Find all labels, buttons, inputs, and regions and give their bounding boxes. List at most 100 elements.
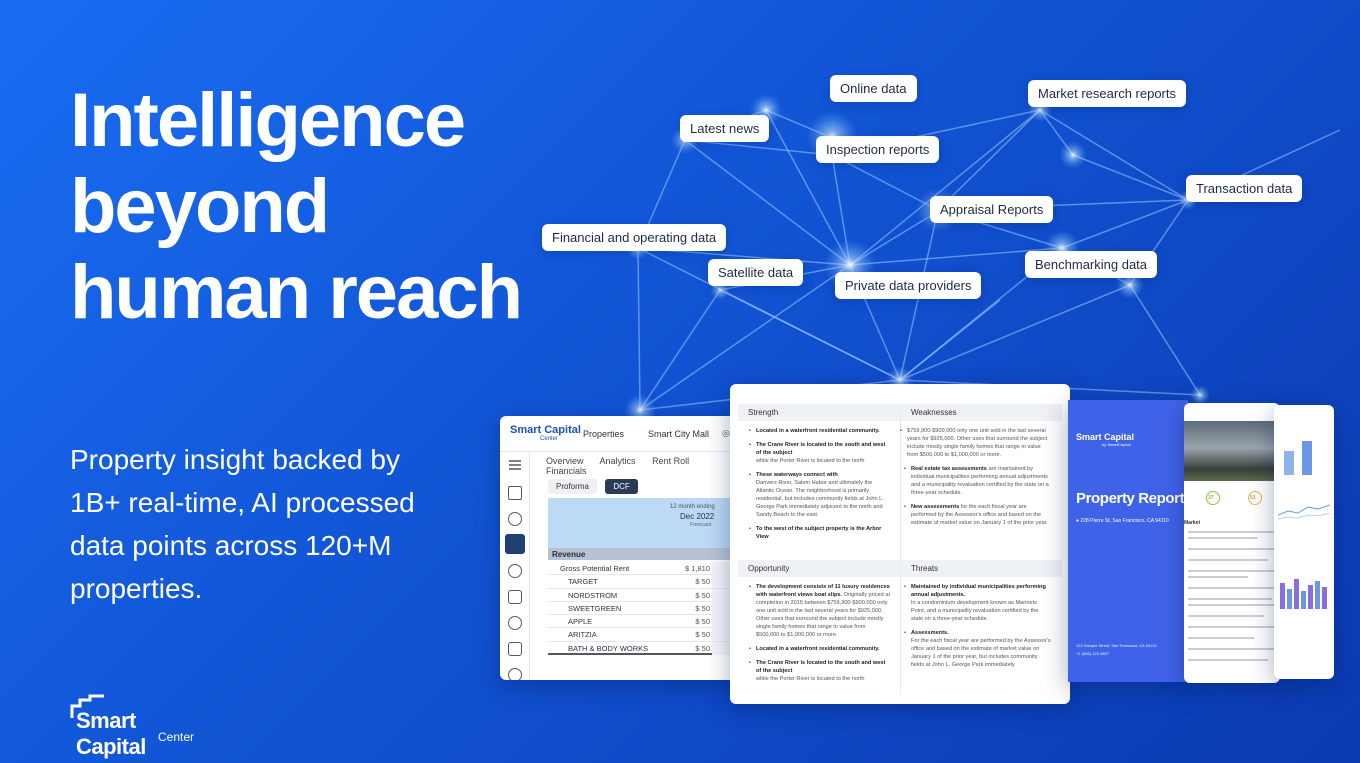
clock-icon[interactable] (508, 512, 522, 526)
report-footer-line: 123 Sample Street, San Francisco, CA 941… (1076, 643, 1157, 648)
app-window: Smart Capital Center Properties Smart Ci… (500, 416, 750, 680)
tab-analytics[interactable]: Analytics (599, 456, 636, 466)
row-label: SWEETGREEN (568, 603, 622, 613)
swot-item-bold: Real estate tax assessments (911, 466, 987, 472)
table-row[interactable]: APPLE $ 50 (548, 615, 750, 629)
swot-item: To the west of the subject property is t… (749, 525, 890, 541)
text-line (1188, 659, 1268, 661)
refresh-icon[interactable] (508, 668, 522, 680)
report-page-charts (1274, 405, 1334, 679)
pill-market-research-reports: Market research reports (1028, 80, 1186, 107)
building-icon (70, 694, 104, 718)
text-line (1188, 570, 1276, 572)
copy-icon[interactable] (508, 642, 522, 656)
score-value: 53 (1250, 495, 1256, 501)
dollar-icon[interactable] (508, 564, 522, 578)
text-line (1188, 615, 1264, 617)
report-footer-line: +1 (555) 123 4567 (1076, 651, 1109, 656)
menu-icon[interactable] (508, 458, 522, 472)
swot-heading: Weaknesses (901, 404, 1062, 421)
swot-item-text: For the each fiscal year are performed b… (911, 638, 1051, 668)
line-chart (1278, 504, 1330, 520)
swot-body: The development consists of 11 luxury re… (738, 577, 900, 683)
swot-item-text: are maintained by individual municipalit… (911, 466, 1049, 496)
swot-item-bold: These waterways connect with (756, 472, 838, 478)
table-row[interactable]: SWEETGREEN$ 50 (548, 601, 750, 616)
report-logo: Smart Capital by SmartCapital (1076, 432, 1134, 447)
location-pin-icon[interactable]: ◎ (722, 428, 730, 438)
app-sidebar (500, 452, 530, 680)
tab-financials[interactable]: Financials (546, 466, 587, 476)
swot-heading: Strength (738, 404, 900, 421)
text-line (1188, 604, 1276, 606)
swot-heading: Threats (901, 560, 1062, 577)
row-label: APPLE (568, 617, 593, 627)
swot-item-text: while the Porter River is located to the… (756, 676, 865, 682)
brand-name: Smart Capital (76, 708, 146, 759)
home-icon[interactable] (508, 486, 522, 500)
pill-latest-news: Latest news (680, 115, 770, 142)
row-value: $ 50 (695, 577, 710, 587)
score-ring: 37 (1206, 491, 1220, 505)
pill-inspection-reports: Inspection reports (816, 136, 940, 163)
row-label: TARGET (568, 577, 598, 587)
swot-body: $759,900-$900,000 only one unit sold in … (900, 421, 1062, 527)
text-line (1188, 531, 1276, 533)
breadcrumb-properties[interactable]: Properties (583, 429, 625, 439)
building-nav-icon[interactable] (505, 534, 525, 554)
table-row[interactable]: TARGET $ 50 (548, 575, 750, 589)
row-value: $ 50 (695, 643, 710, 653)
text-line (1188, 626, 1276, 628)
swot-item-bold: The development consists of 11 luxury re… (756, 584, 890, 598)
property-report-cover: Smart Capital by SmartCapital Property R… (1068, 400, 1188, 682)
users-icon[interactable] (508, 616, 522, 630)
swot-item: $759,900-$900,000 only one unit sold in … (900, 427, 1052, 459)
score-ring: 53 (1248, 491, 1262, 505)
swot-body: Located in a waterfront residential comm… (738, 421, 900, 541)
text-line (1188, 548, 1276, 550)
swot-item: Located in a waterfront residential comm… (749, 645, 890, 653)
brand-sub: Center (158, 730, 195, 744)
section-market-label: Market (1184, 520, 1201, 526)
tab-overview[interactable]: Overview (546, 456, 584, 466)
swot-item: The Crane River is located to the south … (749, 659, 890, 683)
segment-dcf[interactable]: DCF (605, 479, 638, 494)
pill-financial-operating-data: Financial and operating data (542, 224, 727, 251)
text-line (1188, 576, 1248, 578)
pill-satellite-data: Satellite data (708, 259, 804, 286)
table-row[interactable]: ARITZIA$ 50 (548, 628, 750, 642)
swot-strength: Strength Located in a waterfront residen… (738, 404, 900, 547)
row-value: $ 50 (695, 617, 710, 627)
pill-appraisal-reports: Appraisal Reports (930, 196, 1054, 223)
text-line (1188, 559, 1268, 561)
report-logo-name: Smart Capital (1076, 432, 1135, 442)
table-row[interactable]: BATH & BODY WORKS $ 50 (548, 641, 750, 656)
hero-subtitle: Property insight backed by 1B+ real-time… (70, 444, 415, 604)
report-logo-sub: by SmartCapital (1102, 442, 1131, 447)
text-line (1188, 587, 1276, 589)
tab-rent-roll[interactable]: Rent Roll (652, 456, 690, 466)
chart-bar (1308, 585, 1313, 609)
chart-bar (1315, 581, 1320, 609)
report-page-market: 37 53 Market (1184, 403, 1280, 683)
swot-item-text: In a condominium development known as Ma… (911, 600, 1039, 622)
table-row[interactable]: NORDSTROM$ 50 (548, 588, 750, 602)
swot-right-column: Weaknesses $759,900-$900,000 only one un… (900, 404, 1062, 694)
swot-weaknesses: Weaknesses $759,900-$900,000 only one un… (900, 404, 1062, 533)
swot-item-bold: The Crane River is located to the south … (756, 442, 886, 456)
swot-item-bold: Located in a waterfront residential comm… (756, 428, 880, 434)
chart-bar (1301, 591, 1306, 609)
hero-title-line-2: beyond (70, 164, 330, 249)
app-logo-name: Smart Capital (510, 424, 581, 436)
segment-proforma[interactable]: Proforma (548, 479, 597, 494)
document-icon[interactable] (508, 590, 522, 604)
report-address-text: 228 Pierre St, San Francisco, CA 94110 (1080, 518, 1169, 524)
row-label: BATH & BODY WORKS (568, 643, 649, 653)
swot-item-text: Danvers River, Salem Habor and ultimatel… (756, 480, 884, 518)
swot-item-bold: Maintained by individual municipalities … (911, 584, 1046, 598)
swot-item: Real estate tax assessments are maintain… (904, 465, 1052, 497)
pill-online-data: Online data (830, 75, 917, 102)
hero-title-line-1: Intelligence (70, 78, 466, 163)
table-row[interactable]: Gross Potential Rent$ 1,810 (548, 562, 750, 576)
text-line (1188, 598, 1272, 600)
